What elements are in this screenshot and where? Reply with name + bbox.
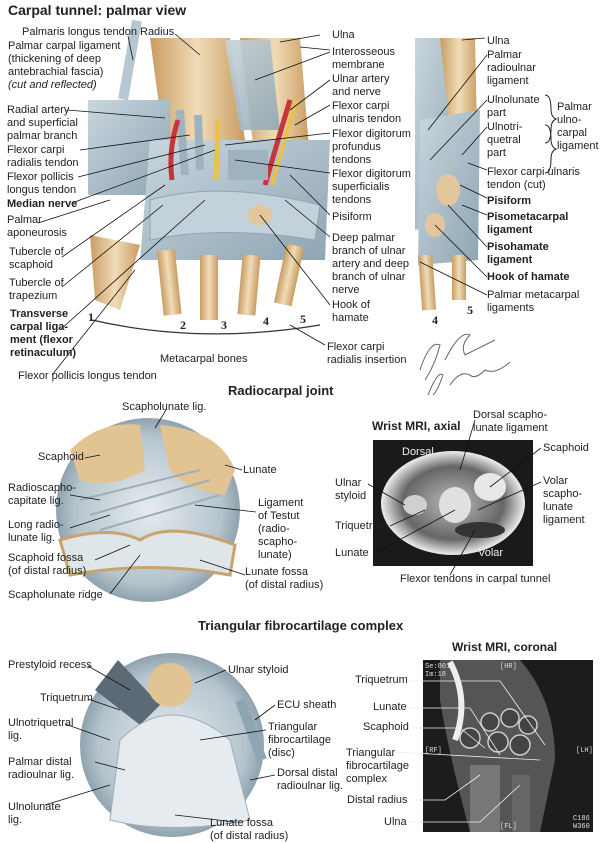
label-pisiform: Pisiform bbox=[332, 211, 372, 223]
side-number: 5 bbox=[467, 303, 473, 317]
label-scapholunate: Scapholunate lig. bbox=[122, 401, 207, 413]
metacarpal-number: 5 bbox=[300, 312, 306, 326]
mri-axial-volar-sl: Volar scapho- lunate ligament bbox=[543, 475, 585, 526]
label-fpl-bottom: Flexor pollicis longus tendon bbox=[18, 370, 157, 382]
tfcc-triquetrum: Triquetrum bbox=[40, 692, 93, 704]
mri-axial-triquetrum: Triquetrum bbox=[335, 520, 388, 532]
signature bbox=[419, 333, 511, 396]
mri-overlay-top: [HR] bbox=[500, 663, 517, 671]
label-deep-palmar: Deep palmar branch of ulnar artery and d… bbox=[332, 232, 410, 296]
carpal-title: Carpal tunnel: palmar view bbox=[8, 2, 187, 18]
label-scaphoid-fossa: Scaphoid fossa (of distal radius) bbox=[8, 552, 87, 577]
label-tub-scaphoid: Tubercle of scaphoid bbox=[9, 246, 64, 271]
mri-coronal-scaphoid: Scaphoid bbox=[363, 721, 409, 733]
label-fpl: Flexor pollicis longus tendon bbox=[7, 171, 77, 196]
tfcc-prestyloid: Prestyloid recess bbox=[8, 659, 92, 671]
label-testut: Ligament of Testut (radio- scapho- lunat… bbox=[258, 497, 304, 561]
label-median: Median nerve bbox=[7, 198, 78, 210]
tfcc-palmar-druj: Palmar distal radioulnar lig. bbox=[8, 756, 75, 781]
tfcc-illustration bbox=[80, 653, 267, 837]
metacarpal-number: 1 bbox=[88, 310, 94, 324]
label-fds: Flexor digitorum superficialis tendons bbox=[332, 168, 411, 206]
mri-axial-volar: Volar bbox=[478, 547, 504, 559]
mri-coronal-image bbox=[423, 660, 593, 832]
mri-axial-image bbox=[373, 440, 533, 566]
label-rsc: Radioscapho- capitate lig. bbox=[8, 482, 76, 507]
mri-axial-lunate: Lunate bbox=[335, 547, 369, 559]
label-fcr: Flexor carpi radialis tendon bbox=[7, 144, 79, 169]
mri-coronal-triquetrum: Triquetrum bbox=[355, 674, 408, 686]
metacarpal-number: 2 bbox=[180, 318, 186, 332]
mri-coronal-title: Wrist MRI, coronal bbox=[452, 640, 558, 654]
label-radial-artery: Radial artery and superficial palmar bra… bbox=[7, 104, 78, 142]
palmar-view-illustration bbox=[88, 19, 330, 335]
tfcc-lunate-fossa: Lunate fossa (of distal radius) bbox=[210, 817, 289, 842]
side-label-pisohamate: Pisohamate ligament bbox=[487, 241, 549, 266]
label-transverse: Transverse carpal liga- ment (flexor ret… bbox=[10, 308, 77, 359]
metacarpal-number: 4 bbox=[263, 314, 269, 328]
leader-lines bbox=[37, 33, 546, 823]
side-number: 4 bbox=[432, 313, 438, 327]
label-cut-reflected: (cut and reflected) bbox=[8, 79, 97, 91]
mri-overlay-right: [LH] bbox=[576, 747, 593, 755]
label-fdp: Flexor digitorum profundus tendons bbox=[332, 128, 411, 166]
label-tub-trapezium: Tubercle of trapezium bbox=[9, 277, 64, 302]
side-label-ulnolunate: Ulnolunate part bbox=[487, 94, 540, 119]
tfcc-disc: Triangular fibrocartilage (disc) bbox=[268, 721, 331, 759]
label-lunate: Lunate bbox=[243, 464, 277, 476]
label-aponeurosis: Palmar aponeurosis bbox=[7, 214, 67, 239]
side-label-hook: Hook of hamate bbox=[487, 271, 570, 283]
mri-coronal-ulna: Ulna bbox=[384, 816, 407, 828]
side-label-fcu-cut: Flexor carpi ulnaris tendon (cut) bbox=[487, 166, 580, 191]
tfcc-title: Triangular fibrocartilage complex bbox=[198, 618, 404, 633]
tfcc-ulnolunate: Ulnolunate lig. bbox=[8, 801, 61, 826]
label-palmaris: Palmaris longus tendon bbox=[22, 26, 137, 38]
tfcc-ulnotriquetral: Ulnotriquetral lig. bbox=[8, 717, 74, 742]
mri-axial-ulnar-styloid: Ulnar styloid bbox=[335, 477, 367, 502]
tfcc-dorsal-druj: Dorsal distal radioulnar lig. bbox=[277, 767, 344, 792]
label-metacarpal: Metacarpal bones bbox=[160, 353, 248, 365]
side-label-palmar-metacarpal: Palmar metacarpal ligaments bbox=[487, 289, 580, 314]
tfcc-ecu: ECU sheath bbox=[277, 699, 337, 711]
mri-coronal-distal-radius: Distal radius bbox=[347, 794, 408, 806]
mri-axial-title: Wrist MRI, axial bbox=[372, 419, 461, 433]
tfcc-ulnar-styloid: Ulnar styloid bbox=[228, 664, 289, 676]
label-ulna: Ulna bbox=[332, 29, 355, 41]
label-ulnar-artery: Ulnar artery and nerve bbox=[332, 73, 390, 98]
label-lrl: Long radio- lunate lig. bbox=[8, 519, 64, 544]
mri-overlay-window: C186 W360 bbox=[573, 815, 590, 831]
side-label-ulna: Ulna bbox=[487, 35, 510, 47]
label-interosseous: Interosseous membrane bbox=[332, 46, 395, 71]
side-label-ulnocarpal: Palmar ulno- carpal ligament bbox=[557, 101, 599, 152]
side-label-ulnotriquetral: Ulnotri- quetral part bbox=[487, 121, 523, 159]
label-hook: Hook of hamate bbox=[332, 299, 370, 324]
side-label-radioulnar: Palmar radioulnar ligament bbox=[487, 49, 536, 87]
metacarpal-number: 3 bbox=[221, 318, 227, 332]
side-label-pisometacarpal: Pisometacarpal ligament bbox=[487, 211, 569, 236]
label-scaphoid: Scaphoid bbox=[38, 451, 84, 463]
label-ridge: Scapholunate ridge bbox=[8, 589, 103, 601]
mri-coronal-tfcc: Triangular fibrocartilage complex bbox=[346, 747, 409, 785]
label-palmar-carpal: Palmar carpal ligament (thickening of de… bbox=[8, 40, 121, 78]
mri-axial-scaphoid: Scaphoid bbox=[543, 442, 589, 454]
side-label-pisiform: Pisiform bbox=[487, 195, 532, 207]
mri-axial-flexor: Flexor tendons in carpal tunnel bbox=[400, 573, 551, 585]
mri-overlay-left: [RF] bbox=[425, 747, 442, 755]
mri-overlay-bottom: [FL] bbox=[500, 823, 517, 831]
label-lunate-fossa: Lunate fossa (of distal radius) bbox=[245, 566, 324, 591]
mri-axial-dorsal: Dorsal bbox=[402, 446, 434, 458]
radiocarpal-illustration bbox=[56, 418, 240, 602]
mri-axial-dorsal-sl: Dorsal scapho- lunate ligament bbox=[473, 409, 548, 434]
label-radius: Radius bbox=[140, 26, 175, 38]
radiocarpal-title: Radiocarpal joint bbox=[228, 383, 334, 398]
label-fcr-insertion: Flexor carpi radialis insertion bbox=[327, 341, 407, 366]
label-fcu: Flexor carpi ulnaris tendon bbox=[332, 100, 402, 125]
mri-coronal-lunate: Lunate bbox=[373, 701, 407, 713]
mri-overlay-series: Se:801 Im:18 bbox=[425, 663, 451, 679]
